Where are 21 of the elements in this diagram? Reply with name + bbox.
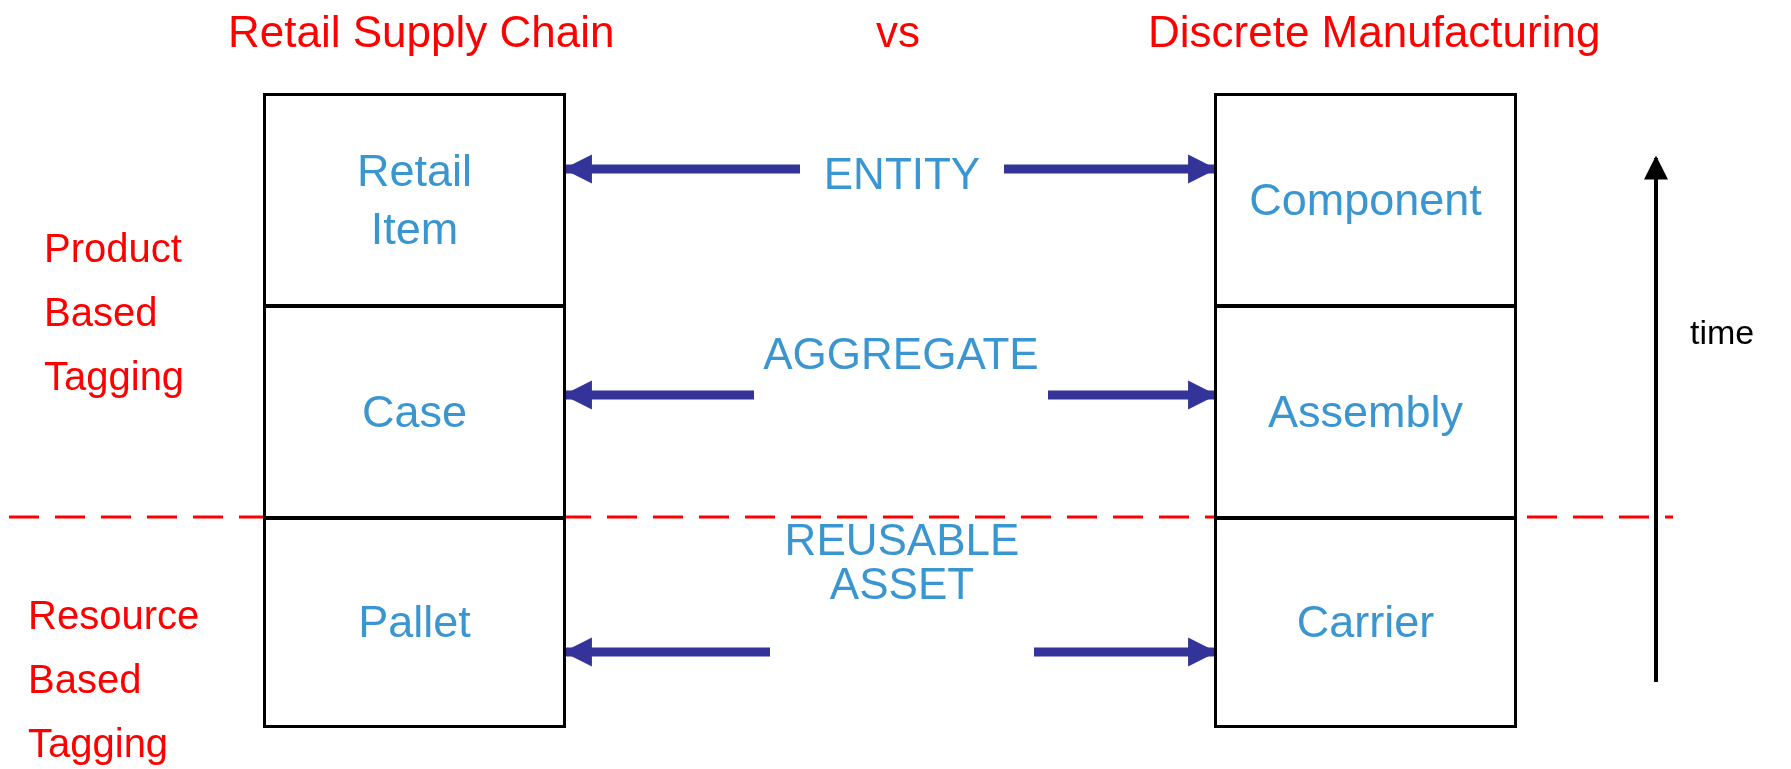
tier-box — [1214, 517, 1517, 728]
tier-box — [263, 93, 566, 307]
tier-label: Pallet — [357, 595, 472, 650]
column-heading: Discrete Manufacturing — [1148, 6, 1601, 58]
heading-separator: vs — [876, 6, 920, 58]
tier-label: Component — [1248, 172, 1483, 227]
tier-box — [263, 517, 566, 728]
relation-label: ENTITY — [822, 152, 982, 196]
relation-label: REUSABLE ASSET — [783, 518, 1021, 606]
tier-box — [263, 305, 566, 519]
tier-label: Case — [360, 384, 469, 439]
tier-box — [1214, 93, 1517, 307]
relation-label: AGGREGATE — [762, 332, 1040, 376]
tier-label: Assembly — [1266, 384, 1465, 439]
axis-label: time — [1690, 312, 1755, 353]
tier-label: Retail Item — [355, 143, 474, 256]
row-group-label: Resource Based Tagging — [28, 592, 201, 767]
tier-box — [1214, 305, 1517, 519]
tier-label: Carrier — [1295, 595, 1436, 650]
column-heading: Retail Supply Chain — [228, 6, 615, 58]
row-group-label: Product Based Tagging — [44, 225, 186, 400]
